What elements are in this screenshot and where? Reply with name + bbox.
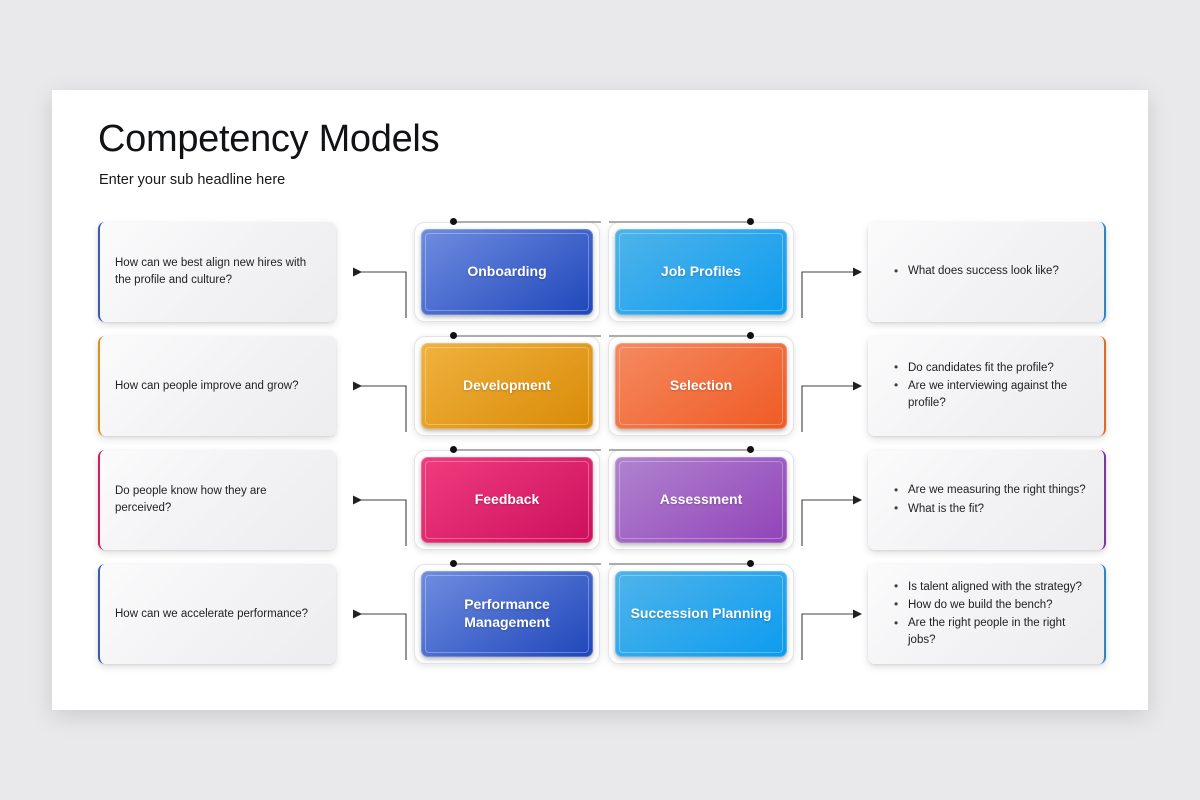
- competency-diagram: How can we best align new hires with the…: [52, 90, 1148, 710]
- question-card[interactable]: How can we accelerate performance?: [98, 564, 336, 664]
- diagram-row: How can we accelerate performance? Perfo…: [52, 560, 1148, 664]
- connector-line-top: [609, 335, 751, 337]
- answer-card[interactable]: Are we measuring the right things?What i…: [868, 450, 1106, 550]
- answer-bullet: Do candidates fit the profile?: [894, 359, 1092, 377]
- connector-line-top: [453, 335, 601, 337]
- answer-bullet: What is the fit?: [894, 500, 1086, 518]
- question-text: How can we best align new hires with the…: [115, 257, 307, 286]
- question-text: Do people know how they are perceived?: [115, 485, 267, 514]
- competency-label: Succession Planning: [630, 605, 772, 622]
- question-text: How can we accelerate performance?: [115, 607, 309, 620]
- answer-bullet-list: Are we measuring the right things?What i…: [868, 481, 1098, 518]
- page-title: Competency Models: [98, 118, 440, 160]
- competency-label: Feedback: [474, 491, 540, 508]
- connector-line-top: [453, 449, 601, 451]
- diagram-row: Do people know how they are perceived? F…: [52, 446, 1148, 550]
- connector-dot: [747, 332, 754, 339]
- competency-label: Job Profiles: [660, 263, 742, 280]
- competency-card-job-profiles[interactable]: Job Profiles: [608, 218, 794, 322]
- diagram-row: How can people improve and grow? Develop…: [52, 332, 1148, 436]
- connector-dot: [450, 446, 457, 453]
- competency-card-feedback[interactable]: Feedback: [414, 446, 601, 550]
- connector-dot: [747, 560, 754, 567]
- question-card[interactable]: How can people improve and grow?: [98, 336, 336, 436]
- connector-dot: [747, 218, 754, 225]
- answer-card[interactable]: What does success look like?: [868, 222, 1106, 322]
- competency-card-performance-management[interactable]: Performance Management: [414, 560, 601, 664]
- competency-label: Selection: [669, 377, 733, 394]
- diagram-row: How can we best align new hires with the…: [52, 218, 1148, 322]
- competency-label: Development: [463, 377, 551, 394]
- connector-dot: [747, 446, 754, 453]
- competency-card-development[interactable]: Development: [414, 332, 601, 436]
- answer-bullet: What does success look like?: [894, 263, 1059, 281]
- connector-dot: [450, 218, 457, 225]
- page-subtitle: Enter your sub headline here: [99, 172, 286, 188]
- connector-dot: [450, 332, 457, 339]
- competency-card-onboarding[interactable]: Onboarding: [414, 218, 601, 322]
- competency-card-succession-planning[interactable]: Succession Planning: [608, 560, 794, 664]
- answer-bullet: Are we measuring the right things?: [894, 482, 1086, 500]
- answer-bullet: Are the right people in the right jobs?: [894, 614, 1092, 649]
- answer-card[interactable]: Is talent aligned with the strategy?How …: [868, 564, 1106, 664]
- competency-label: Onboarding: [467, 263, 547, 280]
- answer-bullet: How do we build the bench?: [894, 596, 1092, 614]
- competency-card-selection[interactable]: Selection: [608, 332, 794, 436]
- answer-bullet-list: What does success look like?: [868, 262, 1071, 281]
- connector-line-top: [609, 221, 751, 223]
- answer-bullet-list: Do candidates fit the profile?Are we int…: [868, 359, 1104, 413]
- question-card[interactable]: How can we best align new hires with the…: [98, 222, 336, 322]
- competency-card-assessment[interactable]: Assessment: [608, 446, 794, 550]
- answer-bullet: Is talent aligned with the strategy?: [894, 578, 1092, 596]
- connector-line-top: [453, 563, 601, 565]
- connector-line-top: [453, 221, 601, 223]
- answer-bullet: Are we interviewing against the profile?: [894, 377, 1092, 412]
- answer-card[interactable]: Do candidates fit the profile?Are we int…: [868, 336, 1106, 436]
- competency-label: Performance Management: [464, 596, 550, 630]
- connector-dot: [450, 560, 457, 567]
- slide-canvas: Competency Models Enter your sub headlin…: [52, 90, 1148, 710]
- connector-line-top: [609, 449, 751, 451]
- answer-bullet-list: Is talent aligned with the strategy?How …: [868, 578, 1104, 650]
- connector-line-top: [609, 563, 751, 565]
- question-card[interactable]: Do people know how they are perceived?: [98, 450, 336, 550]
- competency-label: Assessment: [659, 491, 743, 508]
- question-text: How can people improve and grow?: [115, 379, 299, 392]
